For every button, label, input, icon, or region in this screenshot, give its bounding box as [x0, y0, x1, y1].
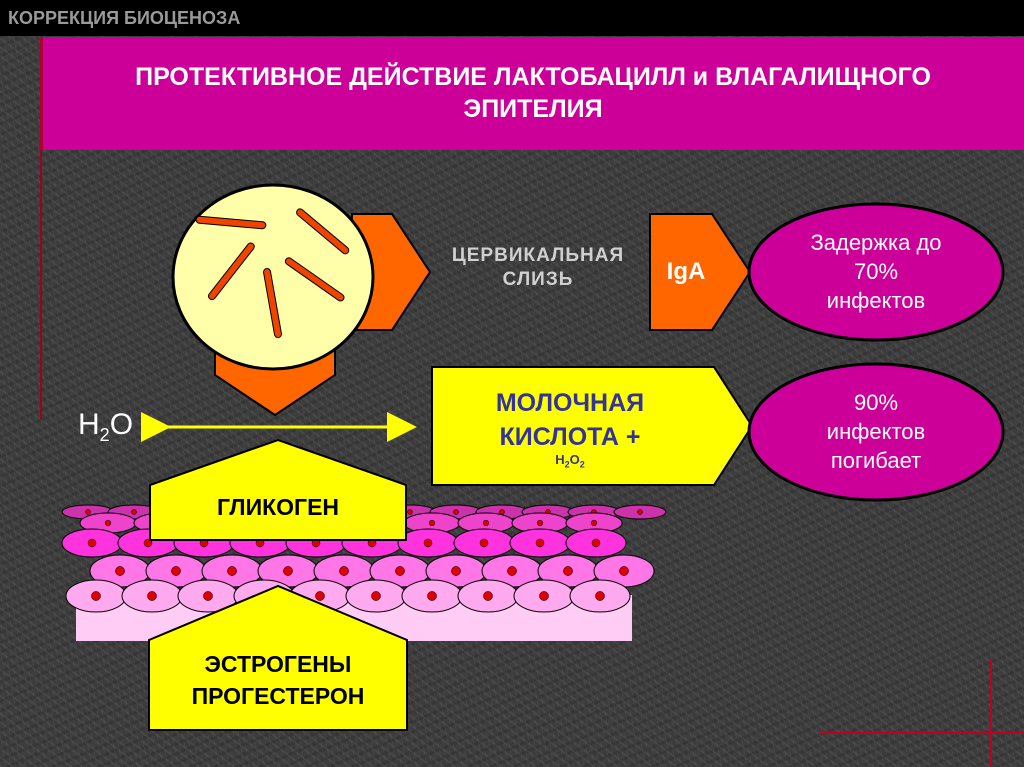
cell-nucleus: [87, 538, 97, 548]
cell-nucleus: [637, 509, 643, 515]
cell-nucleus: [203, 591, 213, 601]
kill-text: 90% инфектов погибает: [826, 390, 926, 473]
cell-nucleus: [371, 591, 381, 601]
h2o-label: H2O: [78, 408, 134, 445]
cell-nucleus: [507, 566, 517, 576]
cell-nucleus: [482, 519, 490, 527]
decorative-line: [990, 660, 992, 767]
cell-nucleus: [171, 566, 181, 576]
cell-nucleus: [427, 591, 437, 601]
cell-nucleus: [499, 509, 505, 515]
cell-nucleus: [85, 509, 91, 515]
cell-nucleus: [115, 566, 125, 576]
estrogen-label: ЭСТРОГЕНЫ ПРОГЕСТЕРОН: [191, 651, 365, 709]
cell-nucleus: [590, 519, 598, 527]
glycogen-box: [149, 438, 407, 541]
cell-nucleus: [227, 566, 237, 576]
cell-nucleus: [283, 566, 293, 576]
lactobacillus-rod: [208, 242, 255, 301]
estrogen-box: [148, 584, 408, 731]
title-banner: ПРОТЕКТИВНОЕ ДЕЙСТВИЕ ЛАКТОБАЦИЛЛ и ВЛАГ…: [40, 37, 1024, 150]
lactobacillus-rod: [284, 257, 345, 302]
cell-nucleus: [339, 566, 349, 576]
cervical-mucus-label: ЦЕРВИКАЛЬНАЯ СЛИЗЬ: [451, 245, 625, 290]
cell-nucleus: [563, 566, 573, 576]
cell-nucleus: [104, 519, 112, 527]
kill-ellipse: [747, 362, 1005, 502]
cell-nucleus: [91, 591, 101, 601]
h2o2-label: H2O2: [555, 452, 585, 470]
lactobacilli-rods: [195, 208, 350, 339]
cell-nucleus: [453, 509, 459, 515]
lactobacillus-rod: [195, 215, 267, 230]
cell-nucleus: [536, 519, 544, 527]
lactobacillus-rod: [296, 208, 350, 255]
iga-arrow: [649, 213, 752, 331]
lactobacilli-circle: [171, 183, 375, 371]
cell-nucleus: [479, 538, 489, 548]
cell-nucleus: [315, 591, 325, 601]
top-bar: КОРРЕКЦИЯ БИОЦЕНОЗА: [0, 0, 1024, 36]
lactic-acid-arrow: [431, 366, 754, 486]
delay-ellipse: [747, 202, 1005, 342]
glycogen-label: ГЛИКОГЕН: [216, 494, 340, 520]
cell-nucleus: [428, 519, 436, 527]
cell-nucleus: [131, 509, 137, 515]
cell-nucleus: [483, 591, 493, 601]
cell-nucleus: [395, 566, 405, 576]
cell-nucleus: [591, 538, 601, 548]
cell-nucleus: [539, 591, 549, 601]
lactic-acid-label: МОЛОЧНАЯ КИСЛОТА +: [495, 389, 645, 451]
lactobacillus-rod: [263, 268, 282, 339]
cell-nucleus: [407, 509, 413, 515]
decorative-line: [40, 150, 42, 420]
iga-label: IgA: [666, 258, 706, 285]
cell-nucleus: [595, 591, 605, 601]
slide-title: ПРОТЕКТИВНОЕ ДЕЙСТВИЕ ЛАКТОБАЦИЛЛ и ВЛАГ…: [135, 63, 931, 123]
cell-nucleus: [535, 538, 545, 548]
cell-nucleus: [619, 566, 629, 576]
cell-nucleus: [147, 591, 157, 601]
decorative-line: [820, 732, 1024, 734]
delay-text: Задержка до 70% инфектов: [810, 230, 942, 313]
cell-nucleus: [423, 538, 433, 548]
header-title: КОРРЕКЦИЯ БИОЦЕНОЗА: [8, 8, 241, 28]
cell-nucleus: [451, 566, 461, 576]
